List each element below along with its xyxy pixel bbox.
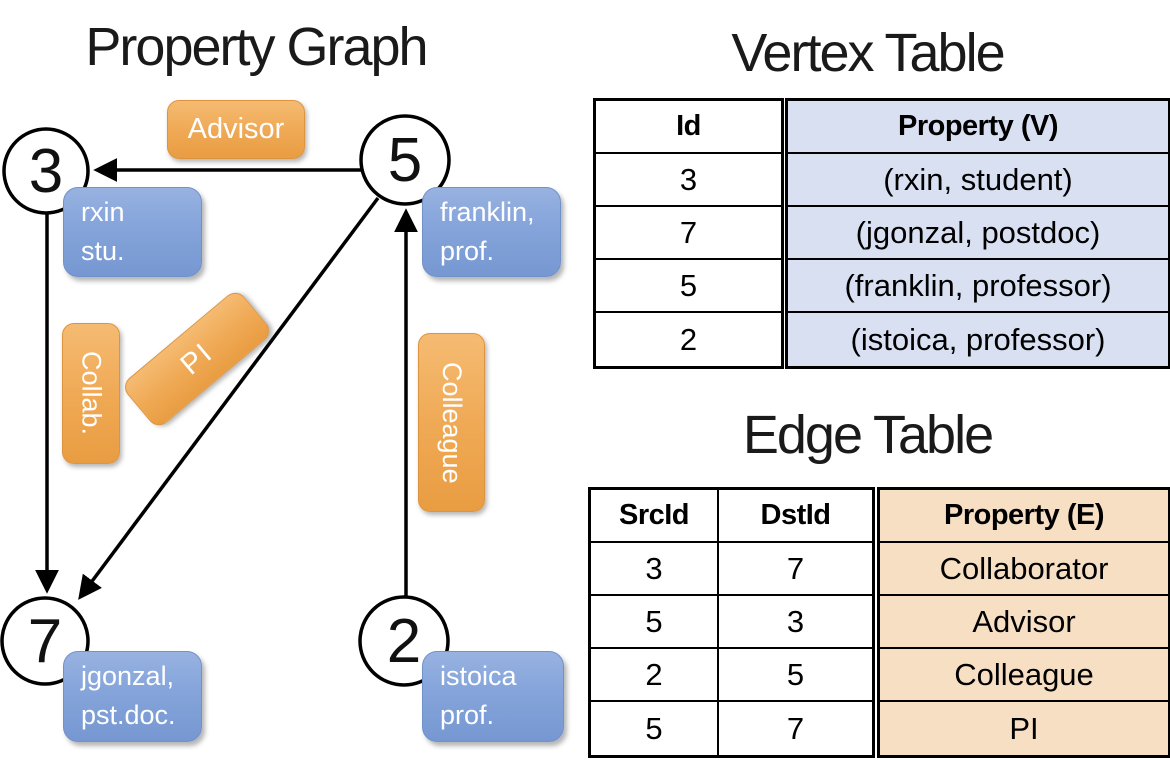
vertex-property-line: rxin [81, 197, 125, 227]
edge-label-advisor: Advisor [167, 100, 305, 159]
edge-label-colleague: Colleague [418, 333, 485, 512]
edge-table-src-dst-columns: SrcId DstId 3 7 5 3 2 5 5 7 [588, 487, 875, 758]
vertex-table-property-cell: (rxin, student) [788, 154, 1168, 207]
vertex-table-property-cell: (jgonzal, postdoc) [788, 207, 1168, 260]
edge-table-header-property: Property (E) [880, 490, 1168, 543]
edge-table-srcid-cell: 2 [591, 649, 719, 702]
vertex-table-id-cell: 3 [596, 154, 781, 207]
edge-table-title: Edge Table [742, 405, 994, 465]
vertex-property-box-2: istoica prof. [422, 651, 564, 742]
edge-table-dstid-cell: 5 [719, 649, 872, 702]
vertex-property-box-3: rxin stu. [63, 187, 202, 277]
edge-table-property-column: Property (E) Collaborator Advisor Collea… [877, 487, 1170, 758]
edge-table-srcid-cell: 3 [591, 543, 719, 596]
vertex-table-header-id: Id [596, 101, 781, 154]
vertex-table-property-cell: (istoica, professor) [788, 313, 1168, 366]
vertex-property-line: stu. [81, 236, 125, 266]
edge-table-header-dstid: DstId [719, 490, 872, 543]
vertex-table-property-column: Property (V) (rxin, student) (jgonzal, p… [785, 98, 1170, 369]
edge-table-property-cell: Advisor [880, 596, 1168, 649]
edge-table-srcid-cell: 5 [591, 702, 719, 755]
edge-table-dstid-cell: 7 [719, 543, 872, 596]
edge-table-dstid-cell: 3 [719, 596, 872, 649]
vertex-table-id-cell: 5 [596, 260, 781, 313]
vertex-property-line: jgonzal, [81, 661, 175, 691]
vertex-table-id-cell: 2 [679, 321, 698, 357]
vertex-property-box-5: franklin, prof. [422, 187, 561, 277]
edge-table-header-srcid: SrcId [591, 490, 719, 543]
vertex-property-line: franklin, [440, 197, 535, 227]
vertex-table-id-cell: 7 [596, 207, 781, 260]
vertex-property-box-7: jgonzal, pst.doc. [63, 651, 202, 742]
vertex-table-header-property: Property (V) [788, 101, 1168, 154]
vertex-id-3: 3 [28, 137, 64, 206]
edge-table-property-cell: Collaborator [880, 543, 1168, 596]
edge-arrow-pi-5-to-7 [78, 196, 380, 600]
vertex-property-line: prof. [440, 236, 495, 266]
edge-table-property-cell: PI [880, 702, 1168, 755]
vertex-id-2: 2 [386, 607, 422, 676]
vertex-property-line: pst.doc. [81, 700, 176, 730]
vertex-table-id-column: Id 3 7 5 2 [593, 98, 784, 369]
edge-table-property-cell: Colleague [880, 649, 1168, 702]
vertex-property-line: prof. [440, 700, 495, 730]
property-graph-title: Property Graph [85, 17, 428, 77]
edge-table-srcid-cell: 5 [591, 596, 719, 649]
edge-label-collab: Collab. [62, 323, 120, 464]
edge-table-dstid-cell: 7 [786, 710, 805, 746]
vertex-table-title: Vertex Table [731, 23, 1005, 83]
vertex-table-property-cell: (franklin, professor) [788, 260, 1168, 313]
vertex-property-line: istoica [440, 661, 517, 691]
vertex-id-5: 5 [387, 126, 423, 195]
vertex-circle-5 [359, 114, 451, 206]
vertex-id-7: 7 [27, 607, 63, 676]
